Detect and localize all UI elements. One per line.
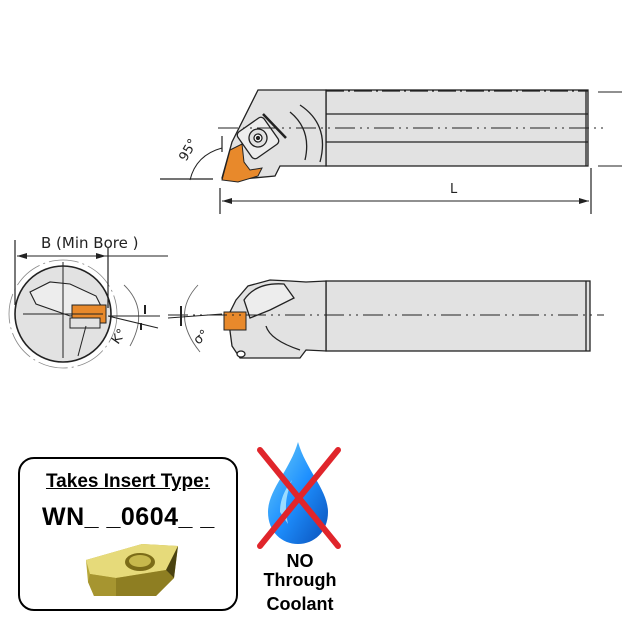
insert-type-title: Takes Insert Type: [45, 471, 211, 492]
coolant-label-coolant: Coolant [266, 594, 334, 614]
coolant-label-through: Through [263, 570, 337, 590]
insert-type-box: Takes Insert Type: WN_ _0604_ _ [18, 457, 238, 611]
insert-image-icon [86, 544, 178, 596]
top-view [221, 89, 589, 181]
coolant-label-no: NO [286, 551, 314, 571]
sigma-angle-label: σ° [191, 327, 212, 348]
angle-95-label: 95° [176, 137, 201, 164]
insert-code: WN_ _0604_ _ [42, 503, 215, 531]
water-drop-crossed-icon [257, 442, 341, 549]
end-view [8, 259, 118, 369]
insert-side-view [223, 311, 247, 331]
side-view [227, 279, 591, 359]
technical-drawing: 95° L B (Min Bore ) K° σ° [8, 89, 622, 369]
insert-top-view [221, 143, 263, 183]
length-label: L [450, 182, 458, 197]
kappa-angle-label: K° [109, 326, 130, 347]
min-bore-label: B (Min Bore ) [41, 234, 138, 252]
no-coolant-indicator: NO Through Coolant [250, 440, 350, 620]
